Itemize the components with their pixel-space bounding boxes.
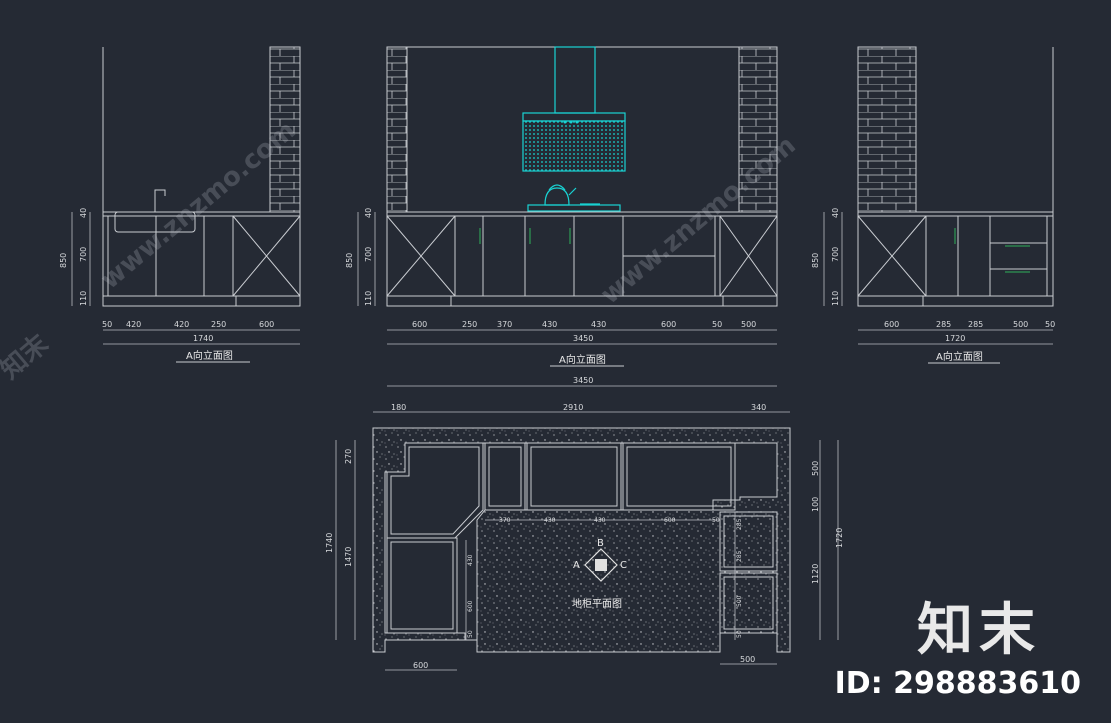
- svg-text:430: 430: [467, 554, 474, 566]
- svg-text:B: B: [597, 538, 604, 549]
- svg-text:285: 285: [936, 320, 951, 329]
- svg-text:40: 40: [364, 208, 373, 218]
- svg-text:C: C: [620, 560, 627, 571]
- svg-text:50: 50: [467, 630, 474, 638]
- watermark-text: 知末: [0, 328, 55, 385]
- svg-text:600: 600: [413, 661, 428, 670]
- svg-text:700: 700: [79, 247, 88, 262]
- svg-text:370: 370: [497, 320, 512, 329]
- svg-text:285: 285: [968, 320, 983, 329]
- svg-text:50: 50: [1045, 320, 1055, 329]
- right-elevation: 40 700 110 850 600 285 285 500 50 1720 A…: [811, 46, 1055, 364]
- svg-text:600: 600: [664, 517, 676, 524]
- svg-text:285: 285: [736, 518, 743, 530]
- svg-text:500: 500: [740, 655, 755, 664]
- svg-text:430: 430: [591, 320, 606, 329]
- svg-text:250: 250: [211, 320, 226, 329]
- svg-text:600: 600: [467, 600, 474, 612]
- svg-text:500: 500: [741, 320, 756, 329]
- svg-text:180: 180: [391, 403, 406, 412]
- brick-wall: [738, 46, 778, 213]
- svg-text:40: 40: [831, 208, 840, 218]
- svg-text:40: 40: [79, 208, 88, 218]
- left-elevation-title: A向立面图: [186, 349, 233, 362]
- svg-text:500: 500: [811, 461, 820, 476]
- svg-text:110: 110: [79, 291, 88, 306]
- svg-text:600: 600: [259, 320, 274, 329]
- svg-text:430: 430: [594, 517, 606, 524]
- svg-text:420: 420: [126, 320, 141, 329]
- svg-text:1740: 1740: [193, 334, 213, 343]
- svg-text:110: 110: [364, 291, 373, 306]
- svg-text:50: 50: [736, 630, 743, 638]
- svg-text:850: 850: [345, 253, 354, 268]
- svg-text:700: 700: [364, 247, 373, 262]
- svg-text:250: 250: [462, 320, 477, 329]
- faucet: [154, 189, 166, 212]
- svg-text:1720: 1720: [945, 334, 965, 343]
- left-elevation: 40 700 110 850 50 420 420 250 600 1740 A…: [59, 46, 301, 363]
- kettle-stove: [527, 184, 621, 212]
- middle-elevation: 40 700 110 850 600 250 370 430 430 600 5…: [345, 46, 778, 387]
- range-hood: [522, 46, 626, 172]
- floor-plan: 370 430 430 600 50 430 600 50 285 285 50…: [325, 403, 844, 671]
- svg-text:430: 430: [544, 517, 556, 524]
- svg-text:110: 110: [831, 291, 840, 306]
- svg-text:3450: 3450: [573, 334, 593, 343]
- brand-logo: 知末: [917, 598, 1041, 663]
- svg-text:850: 850: [59, 253, 68, 268]
- svg-text:100: 100: [811, 497, 820, 512]
- svg-text:285: 285: [736, 550, 743, 562]
- svg-text:1720: 1720: [835, 528, 844, 548]
- svg-text:50: 50: [102, 320, 112, 329]
- svg-text:270: 270: [344, 449, 353, 464]
- svg-text:3450: 3450: [573, 376, 593, 385]
- wall-hatch: [372, 427, 791, 653]
- svg-text:600: 600: [412, 320, 427, 329]
- svg-text:500: 500: [736, 595, 743, 607]
- brick-wall: [857, 46, 917, 213]
- svg-text:1470: 1470: [344, 547, 353, 567]
- right-elevation-title: A向立面图: [936, 350, 983, 363]
- svg-text:2910: 2910: [563, 403, 583, 412]
- svg-text:370: 370: [499, 517, 511, 524]
- svg-text:700: 700: [831, 247, 840, 262]
- svg-text:420: 420: [174, 320, 189, 329]
- image-id-label: ID: 298883610: [834, 666, 1081, 701]
- svg-text:500: 500: [1013, 320, 1028, 329]
- plan-title: 地柜平面图: [572, 597, 622, 610]
- svg-text:600: 600: [661, 320, 676, 329]
- view-direction-marker: B A C: [573, 538, 627, 582]
- svg-text:A: A: [573, 560, 580, 571]
- svg-text:340: 340: [751, 403, 766, 412]
- svg-text:600: 600: [884, 320, 899, 329]
- middle-elevation-title: A向立面图: [559, 353, 606, 366]
- svg-text:50: 50: [712, 517, 720, 524]
- svg-text:430: 430: [542, 320, 557, 329]
- svg-text:50: 50: [712, 320, 722, 329]
- svg-text:1740: 1740: [325, 533, 334, 553]
- brick-wall: [269, 46, 301, 213]
- svg-text:850: 850: [811, 253, 820, 268]
- brick-wall: [386, 46, 408, 213]
- svg-text:1120: 1120: [811, 564, 820, 584]
